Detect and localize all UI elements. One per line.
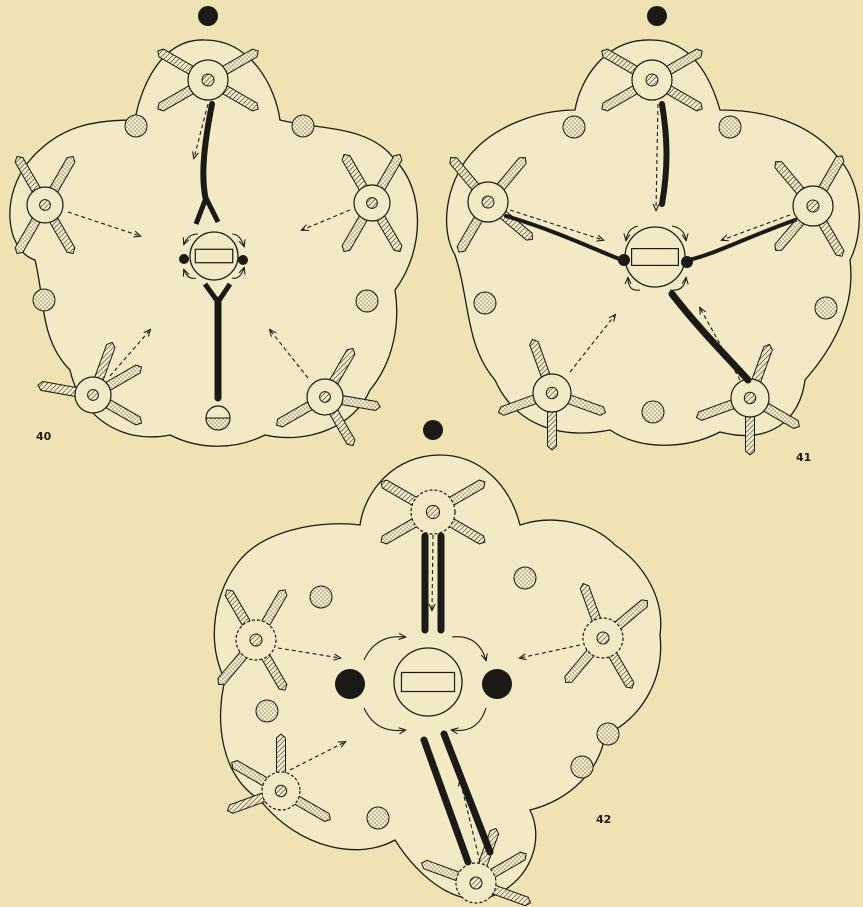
bud-core-41-top — [646, 74, 658, 86]
ovary-40 — [190, 232, 238, 280]
stippled-dot-40-b — [292, 115, 314, 137]
bud-core-41-bottomright — [744, 392, 755, 403]
black-dot-41-l — [618, 254, 630, 266]
bud-core-40-bottomleft — [88, 390, 99, 401]
bud-petal-42-bottomleft-2 — [227, 793, 266, 814]
stipple-half-40 — [206, 406, 230, 430]
ovary-41 — [625, 227, 685, 287]
black-dot-41-r — [681, 256, 693, 268]
stippled-dot-42-b — [514, 567, 536, 589]
bud-core-42-left — [250, 634, 262, 646]
bud-core-42-top — [426, 505, 439, 518]
ovary-42 — [394, 648, 462, 716]
ovary-bar-41 — [632, 249, 679, 266]
black-dot-42-l — [335, 669, 365, 699]
bud-petal-42-bottom-2 — [491, 885, 530, 906]
bud-core-40-right — [367, 198, 378, 209]
ovary-bar-40 — [195, 249, 232, 262]
axis-dot-41 — [647, 6, 667, 26]
stippled-dot-41-c — [474, 292, 496, 314]
figure-label-40: 40 — [36, 430, 52, 443]
stippled-dot-42-a — [310, 586, 332, 608]
stippled-dot-40-d — [356, 290, 378, 312]
black-dot-42-r — [482, 669, 512, 699]
bud-core-40-bottomright — [320, 392, 331, 403]
bud-core-42-bottomleft — [275, 785, 286, 796]
bud-petal-40-bottomleft-2 — [38, 382, 78, 397]
axis-dot-42 — [423, 420, 443, 440]
bud-core-41-right — [807, 200, 819, 212]
stippled-dot-42-e — [367, 807, 389, 829]
black-dot-40-r — [238, 255, 248, 265]
bud-core-41-left — [482, 196, 494, 208]
stippled-dot-41-d — [815, 297, 837, 319]
stippled-dot-42-f — [571, 756, 593, 778]
bud-petal-41-bottomright-2 — [746, 415, 755, 455]
black-dot-40-l — [179, 254, 189, 264]
stippled-dot-41-a — [563, 116, 585, 138]
bud-core-40-left — [40, 200, 51, 211]
axis-dot-40 — [198, 6, 218, 26]
bud-core-41-bottomleft — [546, 387, 557, 398]
bud-core-42-right — [597, 632, 609, 644]
bud-petal-42-bottomleft-0 — [277, 734, 286, 774]
stippled-dot-41-b — [719, 116, 741, 138]
stippled-dot-41-e — [642, 401, 664, 423]
stippled-dot-42-c — [256, 700, 278, 722]
bud-petal-41-bottomleft-2 — [548, 410, 557, 450]
bud-core-42-bottom — [470, 877, 482, 889]
stippled-dot-40-a — [125, 115, 147, 137]
ovary-bar-42 — [401, 672, 454, 691]
figure-label-42: 42 — [596, 813, 611, 826]
stippled-dot-40-c — [33, 289, 55, 311]
figure-label-41: 41 — [796, 451, 811, 464]
bud-core-40-top — [202, 74, 214, 86]
stippled-dot-42-d — [597, 723, 619, 745]
